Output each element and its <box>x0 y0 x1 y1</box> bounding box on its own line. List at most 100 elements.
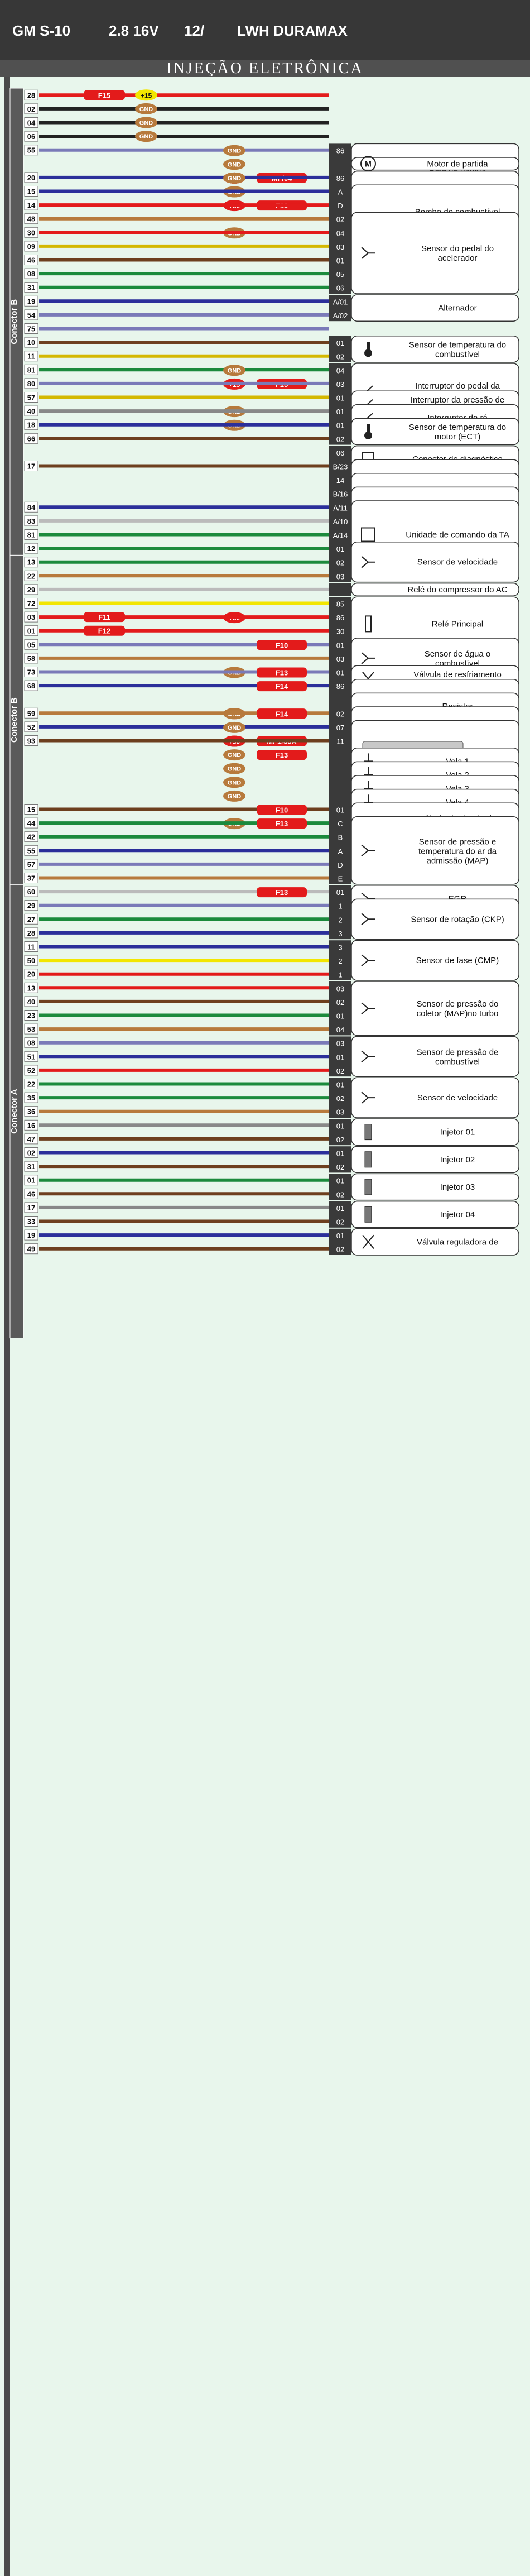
component-pin: 03 <box>336 380 344 389</box>
ecu-pin-box <box>24 1243 38 1255</box>
component-pin: 01 <box>336 1081 344 1089</box>
ecu-pin-box <box>24 1161 38 1172</box>
ecu-pin-number: 37 <box>27 874 35 883</box>
thermometer-icon <box>364 432 372 439</box>
component-pin: 86 <box>336 614 344 622</box>
component-pin: 30 <box>336 628 344 636</box>
harness-strip <box>4 77 10 2576</box>
ecu-pin-box <box>24 1147 38 1158</box>
ecu-pin-number: 22 <box>27 1080 35 1089</box>
injector-icon <box>364 1206 372 1223</box>
component-label: Relé do compressor do AC <box>407 585 507 595</box>
fuse-label: F12 <box>98 627 110 635</box>
component-pin: 01 <box>336 641 344 649</box>
component-pin-strip <box>329 418 351 445</box>
ecu-pin-box <box>24 1037 38 1048</box>
component-pin-strip <box>329 157 351 170</box>
ecu-pin-number: 15 <box>27 806 35 814</box>
ecu-pin-number: 29 <box>27 586 35 594</box>
component-pin: 02 <box>336 435 344 443</box>
sensor-icon <box>361 954 375 966</box>
ecu-pin-number: 01 <box>27 627 35 635</box>
ecu-pin-box <box>24 1092 38 1103</box>
component-pin: E <box>338 875 343 883</box>
ecu-pin-box <box>24 625 38 636</box>
motor-icon-letter: M <box>365 159 372 168</box>
component-label: Alternador <box>438 304 476 313</box>
ecu-pin-number: 13 <box>27 984 35 992</box>
component-pin: 01 <box>336 1204 344 1213</box>
component-pin: A/01 <box>333 298 348 306</box>
ecu-pin-number: 52 <box>27 1066 35 1075</box>
ecu-pin-box <box>24 1229 38 1241</box>
ecu-pin-number: 11 <box>27 352 35 361</box>
ground-chip <box>135 103 157 114</box>
ecu-pin-box <box>24 89 38 100</box>
component-label: Relé Principal <box>432 619 484 629</box>
component-pin: 02 <box>336 1094 344 1103</box>
fuse-tag <box>257 818 307 829</box>
component-label: Sensor de velocidade <box>417 558 498 567</box>
component-pin: 01 <box>336 422 344 430</box>
fuse-tag <box>84 625 125 636</box>
ground-label: GND <box>228 175 242 182</box>
component-pin: 02 <box>336 1218 344 1227</box>
ecu-pin-number: 01 <box>27 1176 35 1185</box>
component-pin: A/11 <box>333 504 348 512</box>
ecu-pin-number: 36 <box>27 1108 35 1116</box>
ecu-pin-number: 31 <box>27 284 35 292</box>
ecu-pin-box <box>24 1106 38 1117</box>
fuse-tag <box>257 640 307 650</box>
ecu-pin-number: 29 <box>27 902 35 910</box>
ecu-pin-number: 05 <box>27 640 35 649</box>
component-pin: 06 <box>336 449 344 457</box>
component-pin-strip <box>329 899 351 940</box>
component-pin: 01 <box>336 1122 344 1130</box>
diagram-header: GM S-10 2.8 16V 12/ LWH DURAMAX <box>0 0 530 60</box>
component-pin: 04 <box>336 366 344 375</box>
ecu-pin-number: 49 <box>27 1245 35 1253</box>
ground-chip <box>223 790 245 802</box>
component-pin: D <box>338 861 343 869</box>
ground-chip <box>223 365 245 376</box>
ecu-pin-box <box>24 817 38 829</box>
ecu-pin-box <box>24 1051 38 1062</box>
component-box <box>351 157 519 171</box>
component-label: Válvula reguladora de <box>417 1237 498 1247</box>
ecu-pin-number: 09 <box>27 242 35 251</box>
ecu-pin-number: 08 <box>27 270 35 278</box>
ecu-pin-box <box>24 351 38 362</box>
ecu-pin-box <box>24 557 38 568</box>
ecu-pin-box <box>24 199 38 210</box>
ground-label: GND <box>139 133 153 140</box>
ecu-pin-box <box>24 721 38 732</box>
component-pin: 03 <box>336 1040 344 1048</box>
component-pin: 02 <box>336 1163 344 1171</box>
ecu-pin-number: 55 <box>27 846 35 855</box>
component-box <box>351 981 519 1036</box>
component-pin-strip <box>329 1228 351 1255</box>
ecu-pin-number: 22 <box>27 572 35 580</box>
ecu-pin-number: 53 <box>27 1025 35 1033</box>
ecu-pin-box <box>24 364 38 375</box>
component-pin: 06 <box>336 284 344 293</box>
ecu-pin-box <box>24 598 38 609</box>
ecu-pin-box <box>24 1202 38 1213</box>
component-label: Unidade de comando da TA <box>406 530 509 540</box>
ground-chip <box>223 159 245 170</box>
ecu-pin-number: 80 <box>27 380 35 388</box>
ecu-pin-number: 08 <box>27 1039 35 1047</box>
connector-label: Conector B <box>9 697 19 743</box>
ecu-pin-number: 59 <box>27 709 35 717</box>
ecu-pin-box <box>24 295 38 307</box>
component-pin: 05 <box>336 270 344 279</box>
ecu-pin-number: 84 <box>27 503 36 511</box>
ecu-pin-box <box>24 900 38 911</box>
component-label: Sensor de rotação (CKP) <box>411 914 504 924</box>
component-pin: 86 <box>336 682 344 691</box>
thermometer-icon <box>364 349 372 357</box>
engine-spec: 2.8 16V <box>109 22 159 39</box>
